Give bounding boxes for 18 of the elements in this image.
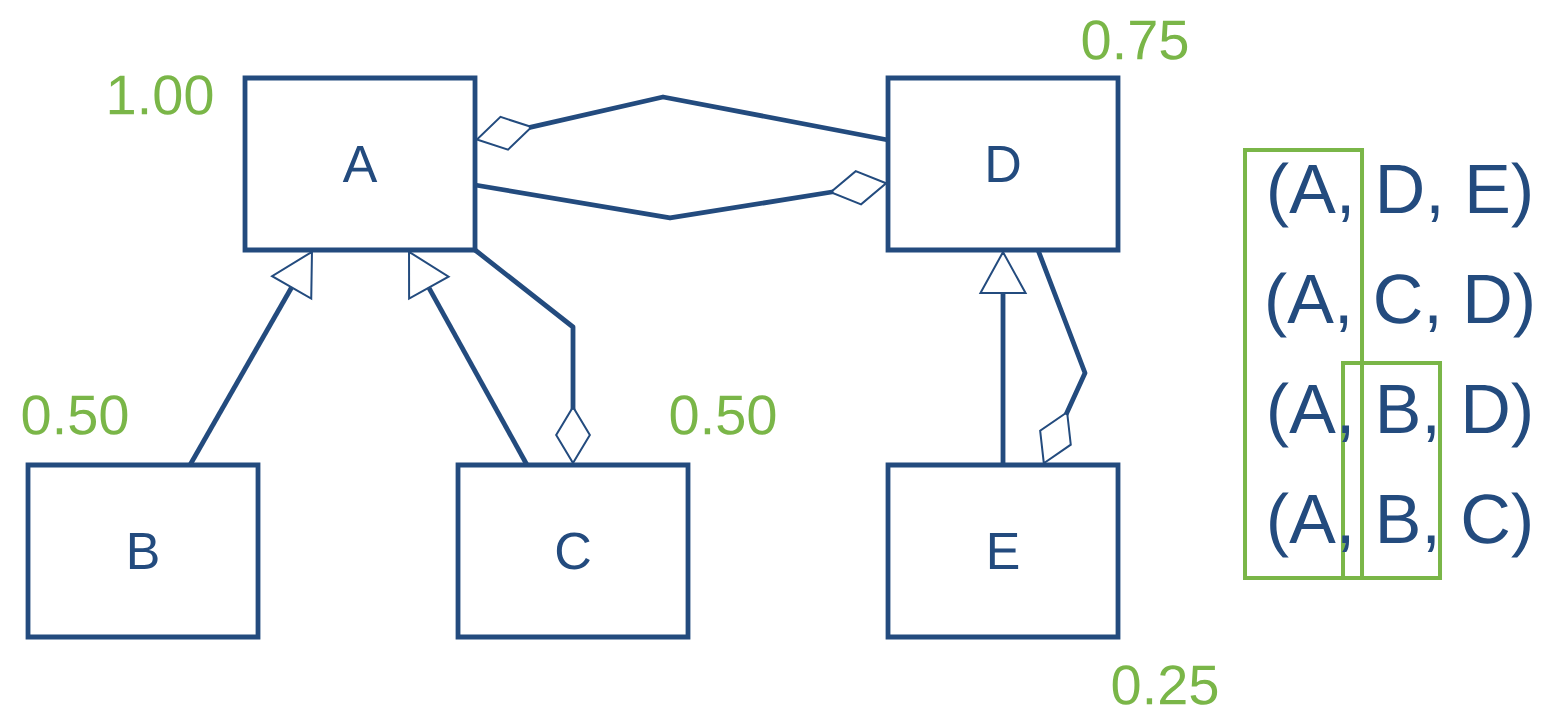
weight-label: 0.75 bbox=[1082, 20, 1188, 60]
class-box: D bbox=[885, 75, 1121, 253]
weight-label: 0.50 bbox=[670, 395, 776, 435]
connector bbox=[475, 94, 889, 151]
class-box: B bbox=[25, 462, 261, 640]
weight-label: 1.00 bbox=[109, 75, 213, 115]
class-box: E bbox=[885, 462, 1121, 640]
connector bbox=[187, 250, 313, 467]
tuple-label: (A, C, D) bbox=[1268, 272, 1532, 338]
class-box: A bbox=[242, 75, 478, 253]
connector bbox=[408, 250, 530, 467]
connector bbox=[474, 169, 888, 221]
tuple-label: (A, D, E) bbox=[1270, 162, 1530, 228]
weight-label: 0.50 bbox=[22, 395, 128, 435]
class-box: C bbox=[455, 462, 691, 640]
connector bbox=[1035, 249, 1088, 465]
connector bbox=[473, 248, 591, 465]
weight-label: 0.25 bbox=[1112, 665, 1218, 705]
